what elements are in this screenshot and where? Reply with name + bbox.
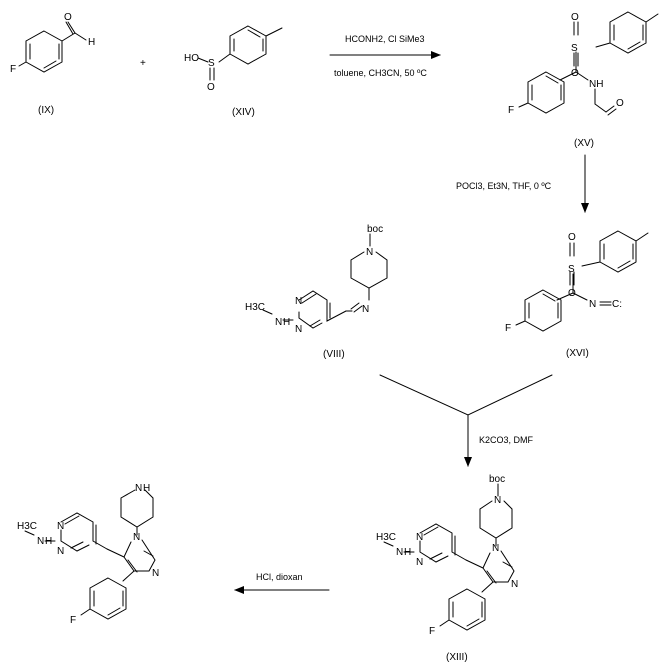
amine-hydrogen: H [404, 547, 411, 558]
step2-conditions: POCl3, Et3N, THF, 0 ºC [456, 181, 552, 191]
boc-group: boc [489, 474, 505, 485]
pyrimidine-nitrogen: N [295, 296, 302, 307]
piperidine-hydrogen: H [143, 483, 150, 494]
imidazole-nitrogen: N [152, 568, 159, 579]
compound-xiv-bonds [197, 25, 283, 81]
compound-xv: O S O NH O F (XV) [508, 11, 659, 149]
compound-xv-bonds [518, 11, 659, 116]
fluorine-atom: F [429, 626, 435, 637]
compound-product-bonds [24, 489, 156, 620]
compound-ix-bonds [18, 21, 87, 73]
methyl-group: H3C [245, 302, 265, 313]
sulfur-atom: S [568, 264, 575, 275]
amine-hydrogen: H [45, 536, 52, 547]
imidazole-nitrogen: N [133, 532, 140, 543]
step1-conditions: toluene, CH3CN, 50 ºC [334, 68, 427, 78]
compound-xvi-label: (XVI) [566, 348, 589, 359]
imine-nitrogen: N [362, 304, 369, 315]
amine-nitrogen: N [396, 547, 403, 558]
compound-xiii-bonds [383, 483, 515, 631]
step4-reagents: HCl, dioxan [256, 572, 303, 582]
oxygen-atom: O [616, 98, 624, 109]
pyrimidine-nitrogen: N [57, 521, 64, 532]
boc-group: boc [367, 224, 383, 235]
compound-xiii: boc N N N N N H3C N H F (XIII) [376, 474, 518, 662]
oxygen-atom: O [568, 288, 576, 299]
isocyanide-carbon: C: [612, 299, 622, 310]
compound-xvi-bonds [515, 230, 649, 332]
hydrogen-atom: H [88, 37, 95, 48]
fluorine-atom: F [10, 64, 16, 75]
piperidine-nitrogen: N [494, 495, 501, 506]
methyl-group: H3C [17, 521, 37, 532]
amine-hydrogen: H [283, 317, 290, 328]
oxygen-atom: O [571, 68, 579, 79]
amide-nh: NH [589, 79, 603, 90]
pyrimidine-nitrogen: N [416, 557, 423, 568]
piperidine-nitrogen: N [135, 483, 142, 494]
compound-ix: F O H (IX) [10, 12, 95, 116]
compound-xiv-label: (XIV) [232, 107, 255, 118]
compound-viii-label: (VIII) [323, 349, 345, 360]
sulfur-atom: S [571, 43, 578, 54]
compound-xvi: O S O N C: F (XVI) [505, 230, 649, 359]
oxygen-atom: O [207, 82, 215, 93]
compound-xiv: HO S O (XIV) [184, 25, 283, 118]
reaction-arrow-step3 [379, 374, 553, 467]
amine-nitrogen: N [37, 536, 44, 547]
pyrimidine-nitrogen: N [416, 532, 423, 543]
oxygen-atom: O [571, 12, 579, 23]
imidazole-nitrogen: N [492, 543, 499, 554]
compound-viii: boc N N N N H3C N H (VIII) [245, 224, 388, 360]
compound-product: N H N N N N H3C N H F [17, 483, 159, 626]
plus-sign: + [140, 58, 146, 69]
oxygen-atom: O [64, 12, 72, 23]
fluorine-atom: F [505, 323, 511, 334]
fluorine-atom: F [70, 615, 76, 626]
hydroxyl-group: HO [184, 53, 199, 64]
step3-conditions: K2CO3, DMF [479, 435, 534, 445]
piperidine-nitrogen: N [366, 247, 373, 258]
compound-viii-bonds [262, 233, 388, 329]
methyl-group: H3C [376, 532, 396, 543]
pyrimidine-nitrogen: N [57, 546, 64, 557]
pyrimidine-nitrogen: N [295, 324, 302, 335]
step1-reagents: HCONH2, Cl SiMe3 [345, 34, 425, 44]
compound-ix-label: (IX) [38, 105, 54, 116]
isocyanide-nitrogen: N [589, 299, 596, 310]
amine-nitrogen: N [275, 317, 282, 328]
oxygen-atom: O [568, 232, 576, 243]
fluorine-atom: F [508, 105, 514, 116]
sulfur-atom: S [208, 58, 215, 69]
compound-xiii-label: (XIII) [446, 652, 468, 662]
imidazole-nitrogen: N [511, 579, 518, 590]
compound-xv-label: (XV) [574, 138, 594, 149]
